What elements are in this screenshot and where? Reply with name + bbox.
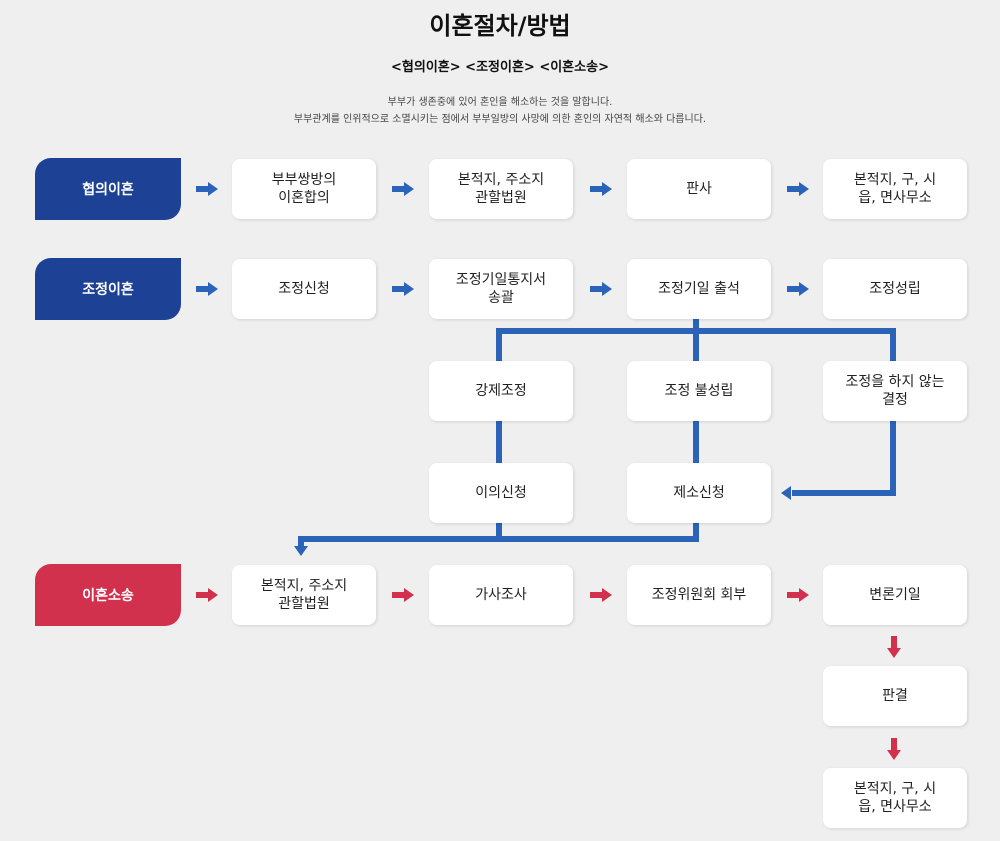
connector-line — [890, 420, 896, 496]
step-lawsuit-filing: 제소신청 — [627, 463, 771, 523]
page-subtitle: <협의이혼> <조정이혼> <이혼소송> — [391, 60, 609, 75]
step-registry-office: 본적지, 구, 시 읍, 면사무소 — [823, 159, 967, 219]
arrow-right-icon — [392, 282, 414, 296]
connector-line — [792, 490, 896, 496]
step-no-mediation-decision: 조정을 하지 않는 결정 — [823, 361, 967, 421]
step-objection: 이의신청 — [429, 463, 573, 523]
description-line: 부부가 생존중에 있어 혼인을 해소하는 것을 말합니다. — [387, 97, 613, 108]
connector-line — [890, 328, 896, 363]
step-mediation-success: 조정성립 — [823, 259, 967, 319]
connector-line — [693, 318, 699, 332]
arrow-right-icon — [196, 282, 218, 296]
divorce-lawsuit-label: 이혼소송 — [35, 564, 181, 626]
step-jurisdiction-court: 본적지, 주소지 관할법원 — [429, 159, 573, 219]
step-registry-office: 본적지, 구, 시 읍, 면사무소 — [823, 768, 967, 828]
connector-line — [496, 328, 502, 363]
connector-line — [298, 536, 304, 548]
step-forced-mediation: 강제조정 — [429, 361, 573, 421]
arrow-right-icon — [787, 588, 809, 602]
step-mediation-attendance: 조정기일 출석 — [627, 259, 771, 319]
connector-line — [693, 420, 699, 465]
agreement-divorce-label: 협의이혼 — [35, 158, 181, 220]
mediation-divorce-label: 조정이혼 — [35, 258, 181, 320]
arrow-right-icon — [392, 182, 414, 196]
step-judge: 판사 — [627, 159, 771, 219]
arrow-right-icon — [392, 588, 414, 602]
arrow-down-icon — [887, 636, 901, 658]
connector-line — [298, 536, 699, 542]
step-mediation-failure: 조정 불성립 — [627, 361, 771, 421]
step-mutual-agreement: 부부쌍방의 이혼합의 — [232, 159, 376, 219]
arrow-right-icon — [787, 282, 809, 296]
arrow-right-icon — [590, 182, 612, 196]
step-mediation-application: 조정신청 — [232, 259, 376, 319]
step-pleading-date: 변론기일 — [823, 565, 967, 625]
page-title: 이혼절차/방법 — [429, 12, 571, 40]
connector-line — [693, 522, 699, 540]
arrow-right-icon — [590, 588, 612, 602]
description-line: 부부관계를 인위적으로 소멸시키는 점에서 부부일방의 사망에 의한 혼인의 자… — [293, 114, 707, 125]
step-judgment: 판결 — [823, 666, 967, 726]
arrow-down-icon — [294, 546, 308, 558]
arrow-right-icon — [590, 282, 612, 296]
arrow-right-icon — [196, 588, 218, 602]
arrow-down-icon — [887, 738, 901, 760]
step-family-investigation: 가사조사 — [429, 565, 573, 625]
step-mediation-notice: 조정기일통지서 송괄 — [429, 259, 573, 319]
step-mediation-committee: 조정위원회 회부 — [627, 565, 771, 625]
connector-line — [496, 522, 502, 540]
arrow-left-icon — [781, 486, 795, 500]
connector-line — [693, 328, 699, 363]
step-jurisdiction-court: 본적지, 주소지 관할법원 — [232, 565, 376, 625]
arrow-right-icon — [787, 182, 809, 196]
connector-line — [496, 420, 502, 465]
arrow-right-icon — [196, 182, 218, 196]
